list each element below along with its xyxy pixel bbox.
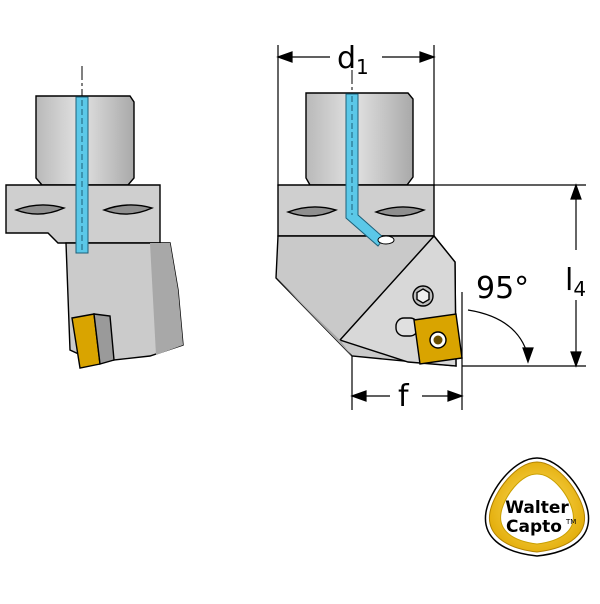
side-view-slot-left bbox=[14, 204, 67, 215]
dim-l4-label: l4 bbox=[565, 263, 586, 301]
front-view-shank bbox=[305, 92, 414, 186]
logo-trademark: TM bbox=[565, 518, 576, 526]
dim-d1-label: d1 bbox=[337, 41, 369, 79]
dim-angle-label: 95° bbox=[476, 271, 529, 306]
logo-inner-shape bbox=[500, 473, 574, 545]
front-view-slot-right bbox=[374, 206, 427, 217]
side-view-head-shade bbox=[150, 243, 183, 355]
dimension-lines bbox=[276, 45, 586, 410]
front-view bbox=[275, 70, 463, 410]
side-view-insert-seat bbox=[93, 313, 115, 365]
front-view-slot-left bbox=[286, 206, 339, 217]
dim-f-label: f bbox=[398, 379, 410, 414]
front-view-head-shadow bbox=[276, 278, 352, 356]
logo-line2: Capto bbox=[506, 517, 562, 537]
side-view bbox=[5, 66, 184, 369]
logo-line1: Walter bbox=[505, 498, 569, 518]
walter-capto-logo: Walter Capto TM bbox=[484, 457, 590, 557]
front-view-screw-socket bbox=[416, 288, 430, 304]
side-view-slot-right bbox=[102, 204, 155, 215]
